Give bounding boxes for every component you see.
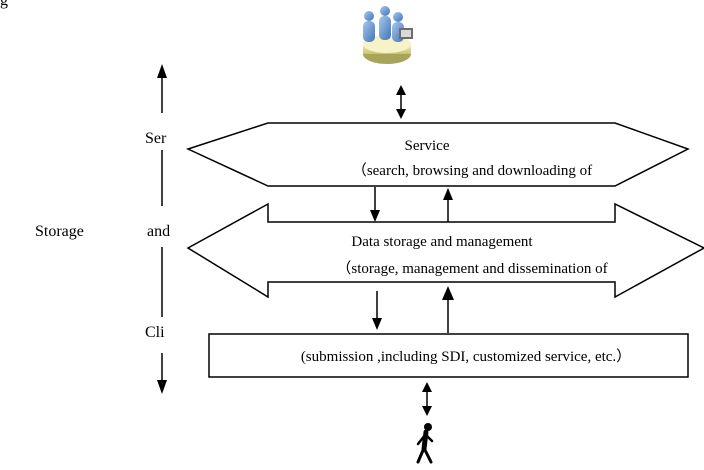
- users-at-computer-icon: [363, 6, 413, 64]
- axis-label-mid: and: [147, 223, 170, 240]
- top-cut-text: g: [0, 0, 8, 9]
- axis-label-top: Ser: [145, 130, 167, 147]
- service-title: Service: [405, 138, 450, 154]
- walking-person-icon: [416, 423, 434, 464]
- users-service-double-arrow: [396, 85, 406, 119]
- data-storage-subtitle: （storage, management and dissemination o…: [336, 260, 607, 277]
- service-layer-shape: [185, 122, 690, 187]
- client-layer-box: [208, 333, 689, 378]
- client-person-double-arrow: [422, 382, 432, 416]
- service-data-arrows: [370, 187, 453, 222]
- data-storage-layer-shape: [186, 202, 704, 299]
- client-subtitle: (submission ,including SDI, customized s…: [301, 348, 631, 365]
- data-storage-title: Data storage and management: [351, 234, 533, 250]
- data-client-arrows: [372, 286, 454, 333]
- storage-label: Storage: [35, 223, 84, 240]
- axis-label-bottom: Cli: [145, 324, 165, 341]
- vertical-axis-arrow: [157, 64, 167, 394]
- service-subtitle: （search, browsing and downloading of: [352, 162, 592, 179]
